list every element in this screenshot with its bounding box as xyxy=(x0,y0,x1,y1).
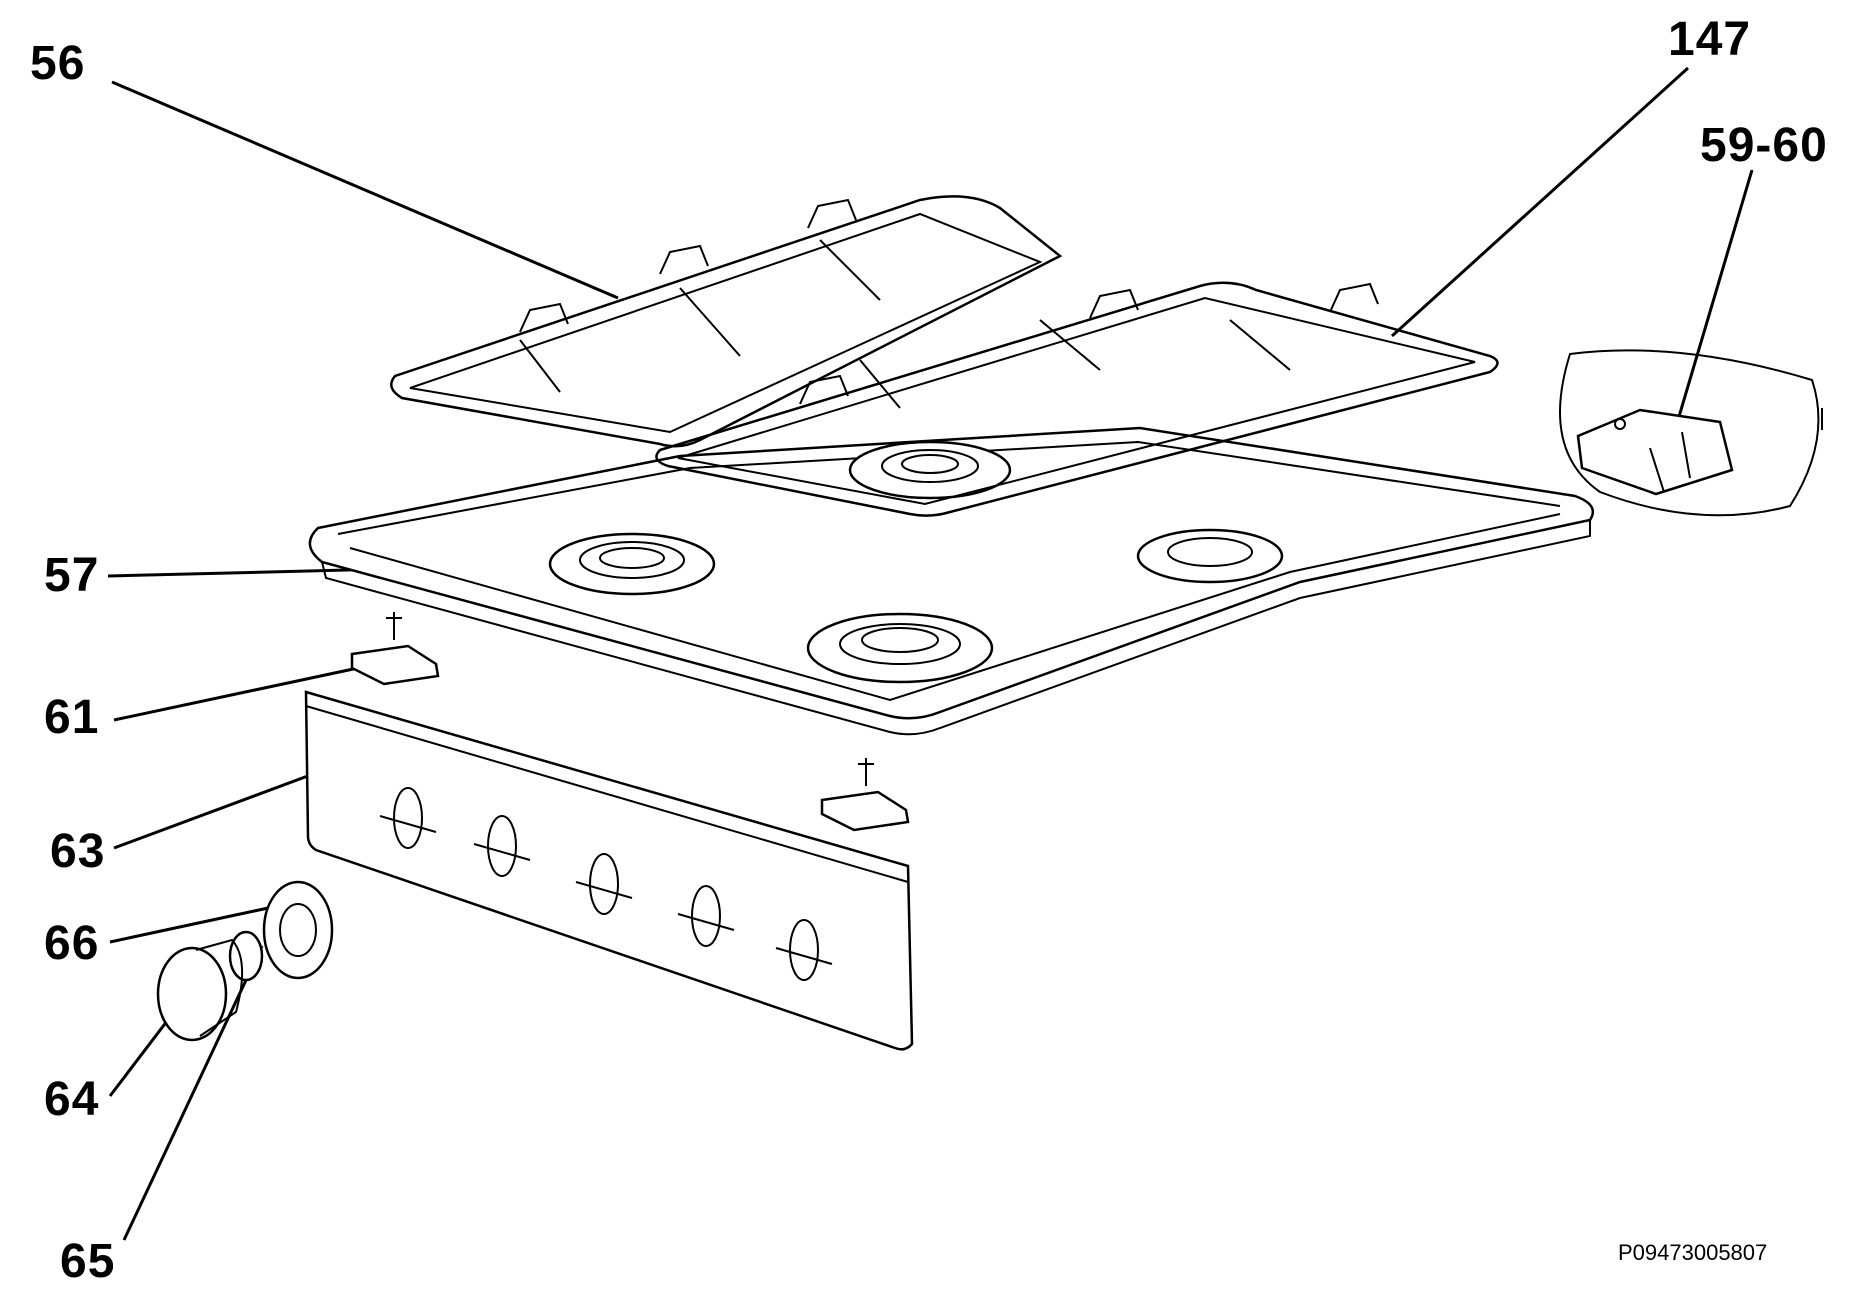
knob-assembly xyxy=(156,880,334,1042)
leader-63 xyxy=(113,762,341,850)
pan-supports xyxy=(390,195,1499,517)
panel-knob-markers xyxy=(379,787,833,981)
label-64: 64 xyxy=(44,1073,100,1126)
bracket-right xyxy=(820,790,910,832)
burners xyxy=(548,440,1284,684)
label-59-60: 59-60 xyxy=(1700,119,1828,172)
burner-right xyxy=(1136,528,1284,584)
control-panel xyxy=(304,690,914,1051)
burner-back xyxy=(848,440,1012,500)
brackets xyxy=(350,612,910,832)
label-57: 57 xyxy=(44,549,100,602)
reference-code: P09473005807 xyxy=(1618,1240,1768,1265)
label-56: 56 xyxy=(30,37,86,90)
leader-56 xyxy=(111,80,619,300)
leader-59-60 xyxy=(1676,169,1754,421)
leader-66 xyxy=(109,900,297,944)
leader-61 xyxy=(113,666,359,722)
knob xyxy=(156,946,228,1042)
label-63: 63 xyxy=(50,825,106,878)
leader-147 xyxy=(1390,66,1690,338)
knob-bezel xyxy=(262,880,334,980)
label-61: 61 xyxy=(44,691,100,744)
inset-detail xyxy=(1559,349,1823,517)
knob-spring xyxy=(228,930,264,982)
label-147: 147 xyxy=(1668,13,1752,66)
label-65: 65 xyxy=(60,1235,116,1288)
label-66: 66 xyxy=(44,917,100,970)
bracket-left xyxy=(350,644,440,686)
